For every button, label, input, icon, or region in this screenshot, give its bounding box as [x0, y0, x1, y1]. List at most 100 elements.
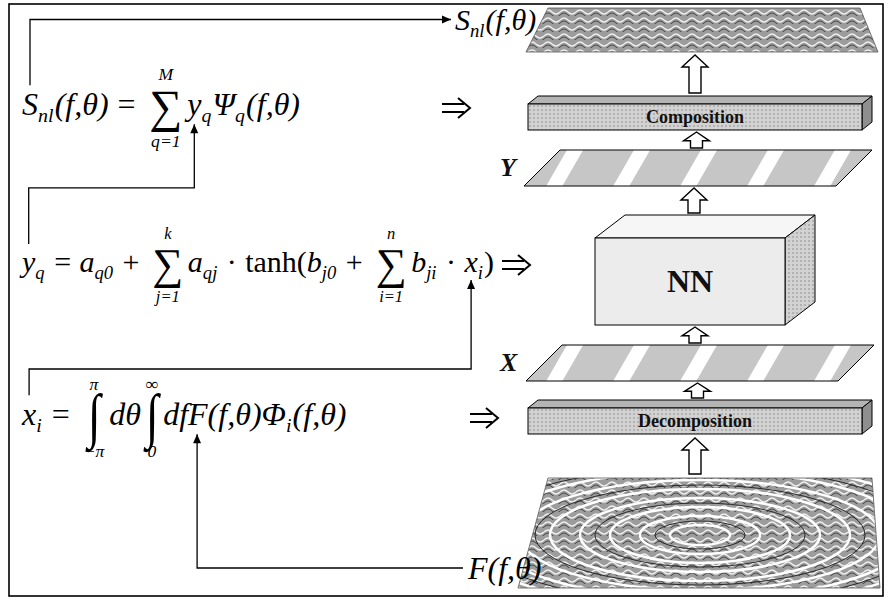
- implies-arrow: [502, 261, 524, 269]
- implies-arrow: [470, 414, 492, 422]
- side-label-holder: Y: [500, 150, 516, 186]
- formula-text: tanh(: [245, 245, 307, 278]
- formula: xi=π∫−πdθ∞∫0dfF(f,θ)Φi(f,θ): [22, 375, 347, 461]
- shape-face: NN: [595, 238, 785, 325]
- arrow-head: [193, 434, 201, 443]
- formula-subscript: nl: [470, 20, 484, 41]
- block-label: NN: [667, 263, 713, 300]
- vector-plane: [526, 345, 874, 381]
- ring: [550, 489, 850, 581]
- leader-line: [30, 20, 451, 86]
- formula-symbol: (f,θ): [246, 86, 300, 122]
- vector-label: X: [500, 348, 517, 378]
- hatched-plane: X: [500, 345, 874, 381]
- box-side-face: [862, 96, 872, 130]
- formula-symbol: y: [187, 86, 201, 122]
- block-arrow: [682, 438, 708, 474]
- formula-subscript: q: [235, 104, 245, 126]
- ring: [580, 498, 820, 572]
- formula-symbol: x: [464, 245, 477, 278]
- operator-sign: ∫: [88, 386, 101, 449]
- flow-arrow: [681, 188, 707, 213]
- box-front-face: [595, 238, 785, 325]
- formula-symbol: x: [22, 396, 36, 432]
- block-label: Decomposition: [638, 411, 752, 432]
- formula-operator: +: [123, 245, 140, 278]
- ring: [535, 485, 865, 585]
- leader-line: [197, 434, 463, 568]
- limit-stack: n∑i=1: [376, 225, 407, 305]
- ring: [595, 503, 805, 567]
- block-box: Decomposition: [528, 400, 872, 434]
- formula-operator: ·: [227, 245, 237, 278]
- box-side-face: [785, 215, 815, 325]
- input-surface-rings: [460, 462, 892, 603]
- formula-text: ): [484, 245, 494, 278]
- leader-line: [29, 280, 471, 395]
- formula-subscript: ji: [426, 262, 436, 283]
- upper-limit: k: [164, 225, 171, 242]
- formula-subscript: q: [201, 104, 211, 126]
- formula: yq=aq0+k∑j=1aqj·tanh(bj0+n∑i=1bji·xi): [22, 225, 494, 305]
- arrow-head: [190, 124, 198, 133]
- input-surface: [460, 462, 892, 603]
- ring: [520, 480, 880, 590]
- box-front-face: [528, 408, 862, 434]
- limit-stack: k∑j=1: [152, 225, 183, 305]
- flow-arrow: [684, 132, 710, 148]
- formula-operator: =: [54, 245, 71, 278]
- vector-label: Y: [500, 153, 516, 183]
- ring: [490, 471, 892, 599]
- box-side-face: [862, 400, 872, 434]
- operator-sign: ∑: [376, 242, 407, 288]
- implies-arrow: [442, 104, 464, 112]
- formula-symbol: a: [188, 245, 203, 278]
- shape-face: [526, 345, 874, 381]
- formula-subscript: q: [35, 262, 44, 283]
- formula-subscript: q0: [94, 262, 113, 283]
- ring: [655, 521, 745, 549]
- formula-symbol: b: [307, 245, 322, 278]
- implies-arrow: [458, 98, 470, 118]
- box-top-face: [528, 96, 872, 104]
- formula: Snl(f,θ)=M∑q=1yqΨq(f,θ): [22, 65, 300, 151]
- formula-symbol: F(f,θ): [188, 396, 261, 432]
- output-surface: [526, 8, 878, 52]
- formula-symbol: df: [163, 396, 188, 432]
- flow-arrow: [685, 383, 711, 398]
- upper-limit: n: [387, 225, 395, 242]
- formula-operator: +: [346, 245, 363, 278]
- shape-face: Composition: [528, 104, 862, 130]
- formula-symbol: (f,θ): [486, 3, 537, 36]
- implies-arrow: [486, 408, 498, 428]
- formula-symbol: b: [411, 245, 426, 278]
- formula-operator: ·: [446, 245, 456, 278]
- block-arrow: [682, 55, 708, 93]
- vector-plane: [524, 150, 872, 186]
- limit-stack: M∑q=1: [149, 65, 182, 151]
- arrow-head: [442, 16, 451, 24]
- formula-subscript: j0: [322, 262, 336, 283]
- box-top-face: [595, 215, 815, 238]
- operator-sign: ∫: [146, 386, 159, 449]
- ring: [460, 462, 892, 603]
- flow-arrow: [682, 327, 708, 343]
- formula-symbol: a: [79, 245, 94, 278]
- upper-limit: M: [159, 65, 174, 83]
- shape-face: Decomposition: [528, 408, 862, 434]
- operator-sign: ∑: [149, 83, 182, 132]
- input-surface-border: [518, 478, 880, 588]
- formula-subscript: i: [286, 414, 292, 436]
- block-box: NN: [595, 215, 815, 325]
- shape-outline: [500, 150, 872, 186]
- lower-limit: j=1: [156, 288, 180, 305]
- formula-operator: =: [52, 396, 70, 432]
- limit-stack: π∫−π: [84, 375, 105, 461]
- formula-symbol: dθ: [109, 396, 141, 432]
- lower-limit: i=1: [379, 288, 403, 305]
- formula-symbol: Ψ: [212, 86, 235, 122]
- leader-line: [29, 124, 195, 244]
- side-label-holder: X: [500, 345, 517, 381]
- lower-limit: q=1: [151, 132, 180, 150]
